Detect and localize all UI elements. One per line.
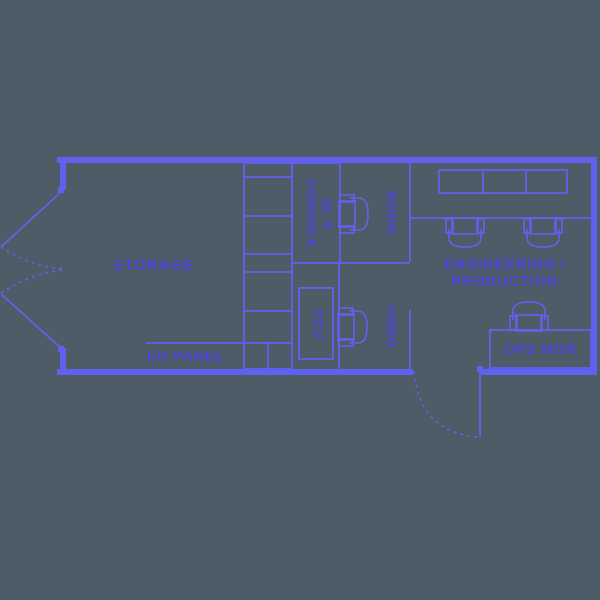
engineering-chair-left bbox=[445, 217, 485, 248]
video-label: VIDEO bbox=[384, 304, 399, 348]
door-panel-top bbox=[0, 190, 63, 248]
ccu-desk bbox=[298, 287, 334, 360]
ql5-console-desk bbox=[291, 162, 341, 264]
outer-walls bbox=[57, 157, 597, 375]
engineering-desk bbox=[410, 169, 591, 219]
entry-door bbox=[413, 366, 483, 438]
ops-mgr-chair bbox=[509, 301, 549, 332]
video-chair bbox=[337, 307, 368, 347]
io-panel-label: I/O PANEL bbox=[147, 348, 225, 364]
ql5-console-label: QL-5 CONSOLE bbox=[297, 158, 335, 270]
equipment-racks bbox=[243, 162, 293, 370]
interior-partitions bbox=[338, 163, 411, 369]
door-swing-arc-bottom bbox=[0, 269, 63, 294]
storage-label: STORAGE bbox=[113, 257, 195, 274]
ops-mgr-label: OPS MGR bbox=[503, 341, 578, 357]
engineering-label-line2: PRODUCTION bbox=[451, 274, 559, 290]
door-panel-bottom bbox=[0, 293, 63, 350]
audio-chair bbox=[338, 194, 369, 234]
ql5-console-label-line2: CONSOLE bbox=[304, 180, 319, 248]
ccu-label: CCU bbox=[311, 309, 326, 339]
engineering-chair-right bbox=[523, 217, 563, 248]
audio-label: AUDIO bbox=[384, 189, 399, 235]
monitor-row bbox=[438, 169, 568, 194]
door-hinge-top bbox=[58, 187, 64, 193]
storage-double-doors bbox=[0, 187, 64, 352]
entry-door-hinge bbox=[477, 366, 483, 372]
entry-door-swing-arc bbox=[413, 370, 479, 438]
engineering-production-label: ENGINEERING / PRODUCTION bbox=[425, 257, 585, 291]
engineering-label-line1: ENGINEERING / bbox=[443, 257, 567, 273]
door-swing-arc-top bbox=[0, 246, 63, 270]
ql5-console-label-line1: QL-5 bbox=[320, 198, 335, 230]
